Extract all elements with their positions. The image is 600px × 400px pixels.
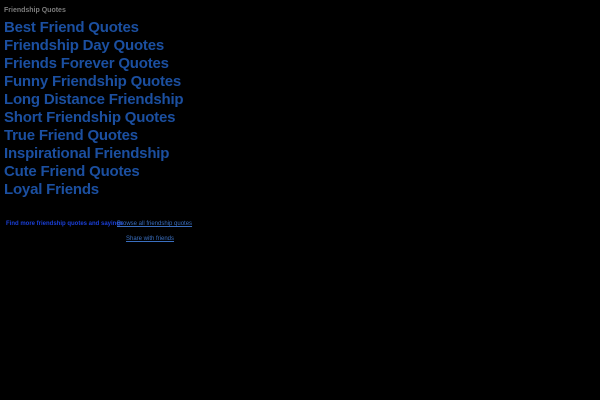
list-item: Friendship Day Quotes (4, 37, 183, 55)
link-short-friendship-quotes[interactable]: Short Friendship Quotes (4, 109, 176, 126)
list-item: Cute Friend Quotes (4, 163, 183, 181)
list-item: Inspirational Friendship (4, 145, 183, 163)
list-item: Short Friendship Quotes (4, 109, 183, 127)
footer-link-share[interactable]: Share with friends (126, 236, 175, 242)
link-best-friend-quotes[interactable]: Best Friend Quotes (4, 19, 139, 36)
link-friends-forever-quotes[interactable]: Friends Forever Quotes (4, 55, 169, 72)
link-inspirational-friendship[interactable]: Inspirational Friendship (4, 145, 170, 162)
list-item: Funny Friendship Quotes (4, 73, 183, 91)
link-cute-friend-quotes[interactable]: Cute Friend Quotes (4, 163, 140, 180)
friendship-link-list: Best Friend Quotes Friendship Day Quotes… (4, 19, 184, 199)
footer-lead-text: Find more friendship quotes and sayings (6, 221, 124, 227)
link-funny-friendship-quotes[interactable]: Funny Friendship Quotes (4, 73, 182, 90)
list-item: Friends Forever Quotes (4, 55, 183, 73)
page-heading: Friendship Quotes (4, 7, 66, 14)
list-item: Best Friend Quotes (4, 19, 183, 37)
list-item: Loyal Friends (4, 181, 183, 199)
link-long-distance-friendship[interactable]: Long Distance Friendship (4, 91, 184, 108)
link-loyal-friends[interactable]: Loyal Friends (4, 181, 99, 198)
footer-link-browse[interactable]: Browse all friendship quotes (117, 221, 193, 227)
link-friendship-day-quotes[interactable]: Friendship Day Quotes (4, 37, 164, 54)
list-item: Long Distance Friendship (4, 91, 184, 109)
link-true-friend-quotes[interactable]: True Friend Quotes (4, 127, 138, 144)
list-item: True Friend Quotes (4, 127, 183, 145)
